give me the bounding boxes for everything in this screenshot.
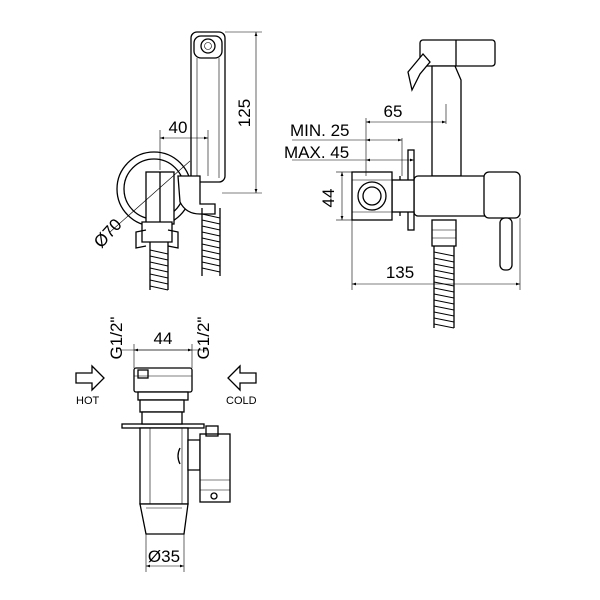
dim-inlet-left-label: G1/2" bbox=[107, 317, 126, 360]
cold-arrow-icon bbox=[227, 364, 257, 392]
dim-40-label: 40 bbox=[169, 118, 188, 137]
hose-right bbox=[201, 213, 221, 273]
dim-125-label: 125 bbox=[235, 99, 254, 127]
hot-label: HOT bbox=[76, 395, 100, 407]
dim-44-side-label: 44 bbox=[319, 189, 338, 208]
dim-diameter-70-label: Ø70 bbox=[90, 215, 126, 252]
dim-135-label: 135 bbox=[386, 263, 414, 282]
side-view: 65 MIN. 25 MAX. 45 44 135 bbox=[284, 39, 521, 329]
dim-inlet-right-label: G1/2" bbox=[194, 317, 213, 360]
front-view: 125 40 Ø70 bbox=[90, 31, 262, 291]
dim-44-inlet-label: 44 bbox=[154, 329, 173, 348]
dim-diameter-35-label: Ø35 bbox=[148, 547, 180, 566]
dim-min-label: MIN. 25 bbox=[290, 121, 350, 140]
dim-65-label: 65 bbox=[384, 102, 403, 121]
valve-view: G1/2" 44 G1/2" HOT COLD Ø35 bbox=[75, 317, 257, 572]
dim-max-label: MAX. 45 bbox=[284, 143, 349, 162]
hot-arrow-icon bbox=[75, 364, 105, 392]
cold-label: COLD bbox=[226, 395, 257, 407]
